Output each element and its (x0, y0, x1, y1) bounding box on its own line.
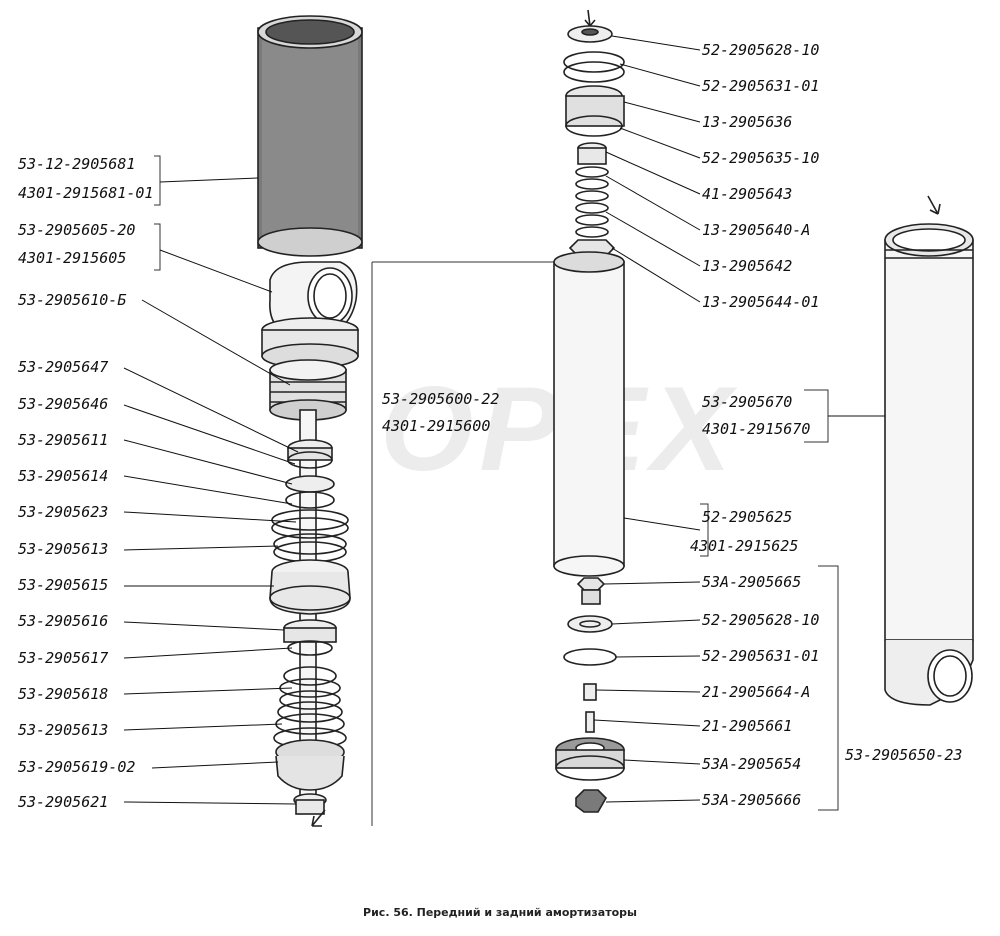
part-label: 13-2905636 (702, 113, 793, 131)
part-label: 21-2905664-А (702, 683, 811, 701)
middle-top-arrow (584, 9, 596, 27)
group-label: 53-2905650-23 (845, 746, 963, 764)
leader-lines (123, 35, 885, 805)
middle-spring (575, 166, 609, 238)
part-label: 53-2905613 (18, 721, 109, 739)
part-label: 4301-2915670 (702, 420, 811, 438)
part-label: 53-2905623 (18, 503, 109, 521)
part-label: 53-2905610-Б (18, 291, 127, 309)
part-label: 52-2905635-10 (702, 149, 820, 167)
part-label: 53-2905611 (18, 431, 109, 449)
part-label: 53-2905614 (18, 467, 109, 485)
part-label: 53-2905618 (18, 685, 109, 703)
part-label: 41-2905643 (702, 185, 793, 203)
valve-body (269, 559, 351, 615)
part-label: 53-12-2905681 (18, 155, 136, 173)
part-label: 53-2905619-02 (18, 758, 136, 776)
reservoir-tube (884, 239, 974, 641)
lower-parts (273, 619, 347, 815)
part-label: 13-2905642 (702, 257, 793, 275)
dust-cover (257, 15, 363, 257)
assembly-label: 4301-2915600 (382, 417, 491, 435)
part-label: 53-2905647 (18, 358, 109, 376)
part-label: 4301-2915681-01 (18, 184, 154, 202)
part-label: 53А-2905654 (702, 755, 802, 773)
part-label: 4301-2915625 (690, 537, 799, 555)
part-label: 21-2905661 (702, 717, 793, 735)
part-label: 53-2905670 (702, 393, 793, 411)
part-label: 53-2905621 (18, 793, 109, 811)
right-assembly (884, 195, 974, 706)
small-rings (271, 439, 349, 563)
threaded-guide (269, 359, 347, 421)
part-label: 53-2905617 (18, 649, 109, 667)
upper-eye (269, 261, 358, 335)
part-label: 52-2905628-10 (702, 611, 820, 629)
part-label: 52-2905628-10 (702, 41, 820, 59)
part-label: 53-2905616 (18, 612, 109, 630)
part-label: 53-2905613 (18, 540, 109, 558)
part-label: 13-2905640-А (702, 221, 811, 239)
part-label: 53-2905605-20 (18, 221, 136, 239)
part-label: 13-2905644-01 (702, 293, 820, 311)
part-label: 53А-2905665 (702, 573, 802, 591)
working-cylinder (553, 261, 625, 567)
part-label: 53-2905646 (18, 395, 109, 413)
right-top-arrow (927, 195, 941, 215)
part-label: 52-2905625 (702, 508, 793, 526)
middle-assembly (553, 9, 625, 813)
assembly-label: 53-2905600-22 (382, 390, 500, 408)
part-label: 4301-2915605 (18, 249, 127, 267)
part-label: 53А-2905666 (702, 791, 802, 809)
figure-caption: Рис. 56. Передний и задний амортизаторы (363, 906, 637, 919)
left-assembly-arrow (311, 809, 326, 827)
left-assembly (257, 15, 363, 827)
part-label: 52-2905631-01 (702, 77, 820, 95)
part-label: 52-2905631-01 (702, 647, 820, 665)
part-label: 53-2905615 (18, 576, 109, 594)
